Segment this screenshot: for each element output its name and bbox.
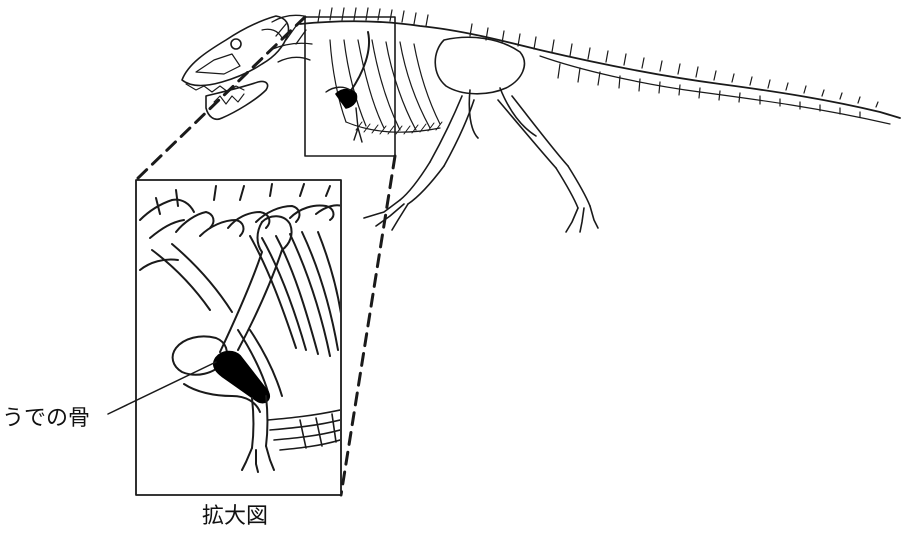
enlarged-view — [136, 180, 342, 495]
ribs — [330, 40, 440, 132]
rear-leg — [498, 96, 598, 232]
skull — [182, 16, 289, 119]
front-leg — [364, 96, 474, 230]
arm-bone-label: うでの骨 — [2, 408, 90, 430]
zoom-source-frame — [305, 17, 395, 156]
tail-chevrons — [540, 56, 890, 124]
backbone — [300, 21, 900, 118]
enlarged-view-caption: 拡大図 — [202, 506, 268, 528]
small-arm — [326, 32, 369, 142]
